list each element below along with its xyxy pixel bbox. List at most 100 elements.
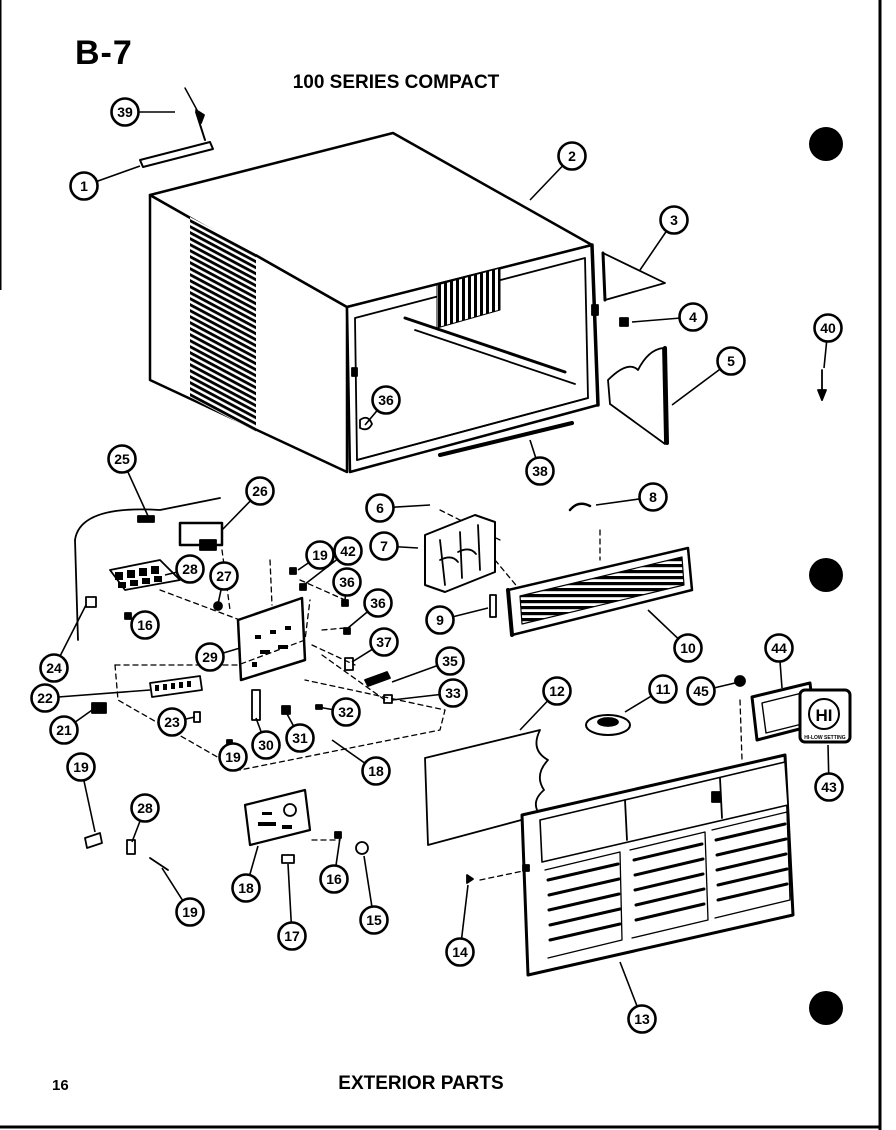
callout-circle: [365, 493, 395, 523]
callout-circle: [218, 742, 248, 772]
callout-12: 12: [542, 676, 572, 706]
callout-28: 28: [175, 554, 205, 584]
fan-bracket: [424, 514, 496, 593]
callout-circle: [69, 171, 99, 201]
callout-4: 4: [678, 302, 708, 332]
callout-circle: [648, 674, 678, 704]
callout-circle: [130, 610, 160, 640]
callout-number: 18: [238, 880, 254, 896]
callout-number: 36: [370, 595, 386, 611]
callout-circle: [371, 385, 401, 415]
callout-32: 32: [331, 697, 361, 727]
callout-number: 9: [436, 612, 444, 628]
callout-circle: [764, 633, 794, 663]
cabinet-shell: [148, 131, 600, 474]
page-code: B-7: [75, 34, 133, 72]
callout-circle: [445, 937, 475, 967]
callout-circle: [435, 646, 465, 676]
callout-circle: [359, 905, 389, 935]
callout-number: 1: [80, 178, 88, 194]
binder-hole: [809, 127, 843, 161]
callout-42: 42: [333, 536, 363, 566]
callout-17: 17: [277, 921, 307, 951]
callout-26: 26: [245, 476, 275, 506]
callout-circle: [638, 482, 668, 512]
callout-14: 14: [445, 937, 475, 967]
page-title: 100 SERIES COMPACT: [292, 72, 500, 93]
callout-number: 36: [378, 392, 394, 408]
callout-circle: [438, 678, 468, 708]
callout-number: 30: [258, 737, 274, 753]
callout-22: 22: [30, 683, 60, 713]
binder-holes: [809, 127, 843, 1025]
callout-number: 11: [656, 681, 671, 697]
callout-number: 23: [164, 714, 180, 730]
callout-circle: [231, 873, 261, 903]
callout-circle: [66, 752, 96, 782]
callout-circle: [369, 627, 399, 657]
callout-number: 35: [442, 653, 458, 669]
callout-number: 26: [252, 483, 268, 499]
callout-10: 10: [673, 633, 703, 663]
callout-16: 16: [130, 610, 160, 640]
hi-badge: HI HI-LOW SETTING: [798, 688, 852, 744]
callout-11: 11: [648, 674, 678, 704]
callout-number: 24: [46, 660, 62, 676]
callout-circle: [285, 723, 315, 753]
callout-30: 30: [251, 730, 281, 760]
callout-number: 12: [549, 683, 565, 699]
callout-number: 10: [680, 640, 696, 656]
callout-24: 24: [39, 653, 69, 683]
callout-circle: [659, 205, 689, 235]
callout-circle: [49, 715, 79, 745]
callout-circle: [195, 642, 225, 672]
callout-21: 21: [49, 715, 79, 745]
callout-circle: [363, 588, 393, 618]
callout-circle: [686, 676, 716, 706]
binder-hole: [809, 991, 843, 1025]
badge-text: HI: [816, 706, 833, 725]
front-grille: [489, 502, 694, 637]
callout-circle: [251, 730, 281, 760]
callout-circle: [716, 346, 746, 376]
callout-18: 18: [231, 873, 261, 903]
callout-number: 15: [366, 912, 382, 928]
top-strip: [139, 87, 214, 168]
callout-number: 43: [821, 779, 837, 795]
callout-number: 29: [202, 649, 218, 665]
callout-number: 7: [380, 538, 388, 554]
callout-circle: [209, 561, 239, 591]
callout-44: 44: [764, 633, 794, 663]
callout-number: 16: [137, 617, 153, 633]
callout-circle: [130, 793, 160, 823]
callout-circle: [107, 444, 137, 474]
callout-43: 43: [814, 772, 844, 802]
callout-circle: [627, 1004, 657, 1034]
callout-circle: [814, 772, 844, 802]
callout-18: 18: [361, 756, 391, 786]
callout-number: 28: [182, 561, 198, 577]
callout-number: 45: [693, 683, 709, 699]
callout-number: 40: [820, 320, 836, 336]
callout-number: 13: [634, 1011, 650, 1027]
callout-28: 28: [130, 793, 160, 823]
callout-circle: [369, 531, 399, 561]
callout-number: 42: [340, 543, 356, 559]
callout-circle: [175, 897, 205, 927]
callout-23: 23: [157, 707, 187, 737]
callout-19: 19: [175, 897, 205, 927]
callout-number: 44: [771, 640, 787, 656]
callout-33: 33: [438, 678, 468, 708]
callout-circle: [542, 676, 572, 706]
callout-circle: [333, 536, 363, 566]
callout-circle: [305, 540, 335, 570]
callout-number: 25: [114, 451, 130, 467]
callout-circle: [175, 554, 205, 584]
callout-number: 19: [312, 547, 328, 563]
callout-5: 5: [716, 346, 746, 376]
callout-number: 19: [225, 749, 241, 765]
callout-number: 31: [292, 730, 308, 746]
